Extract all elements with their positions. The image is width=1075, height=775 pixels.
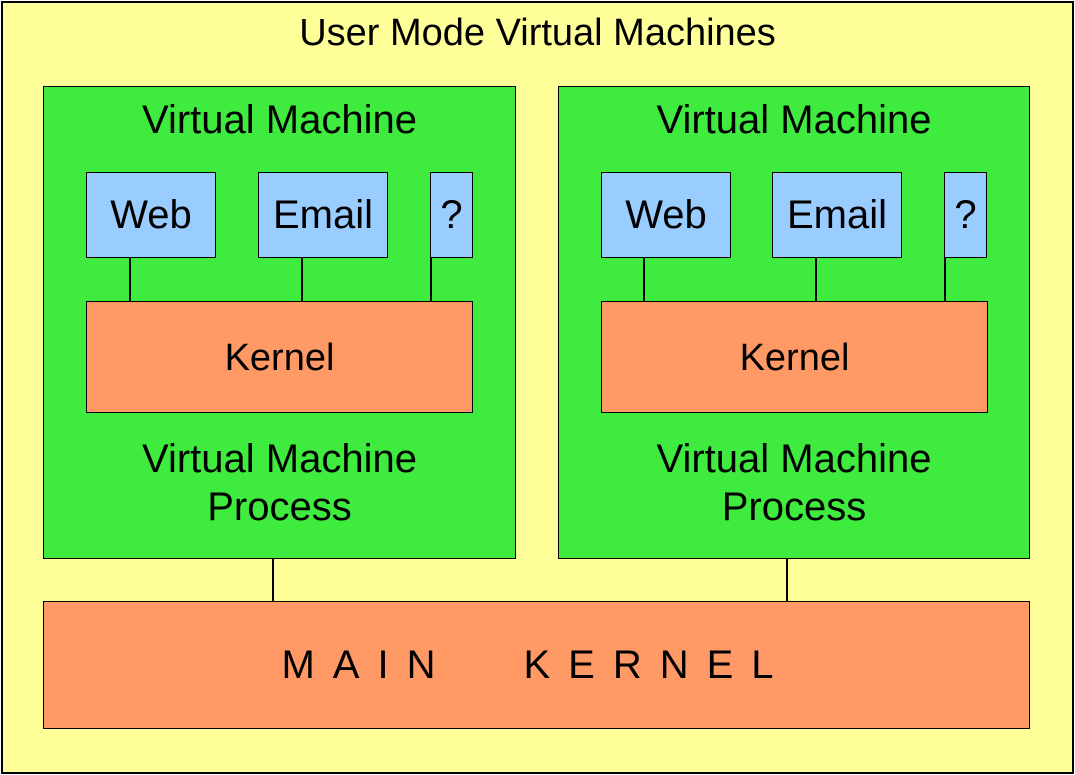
vm1-title: Virtual Machine (142, 98, 417, 142)
vm2-app-unknown: ? (944, 172, 987, 258)
vm2-email-connector (815, 258, 817, 301)
virtual-machine-1: Virtual Machine Virtual Machine Process (43, 86, 516, 559)
vm1-process-label-line2: Process (207, 485, 352, 529)
vm2-unknown-connector (944, 258, 946, 301)
vm2-app-web: Web (601, 172, 731, 258)
diagram-title: User Mode Virtual Machines (299, 12, 776, 54)
vm1-unknown-connector (430, 258, 432, 301)
vm2-process-label-line2: Process (721, 485, 867, 529)
vm1-app-web: Web (86, 172, 216, 258)
vm2-process-label: Virtual Machine Process (559, 435, 1029, 531)
vm2-title: Virtual Machine (656, 98, 932, 142)
vm2-web-connector (643, 258, 645, 301)
vm1-kernel: Kernel (86, 301, 473, 413)
vm2-kernel: Kernel (601, 301, 988, 413)
main-kernel-word-kernel: KERNEL (523, 642, 792, 687)
main-kernel-word-main: MAIN (281, 642, 454, 687)
main-kernel-label: MAIN KERNEL (44, 602, 1029, 728)
vm1-main-connector (272, 559, 274, 601)
vm1-app-email: Email (258, 172, 388, 258)
vm2-main-connector (786, 559, 788, 601)
vm1-app-unknown: ? (430, 172, 473, 258)
vm2-app-email: Email (772, 172, 902, 258)
vm1-email-connector (301, 258, 303, 301)
vm2-process-label-line1: Virtual Machine (656, 437, 932, 481)
vm1-process-label-line1: Virtual Machine (142, 437, 417, 481)
vm1-web-connector (129, 258, 131, 301)
vm1-process-label: Virtual Machine Process (44, 435, 515, 531)
main-kernel: MAIN KERNEL (43, 601, 1030, 729)
